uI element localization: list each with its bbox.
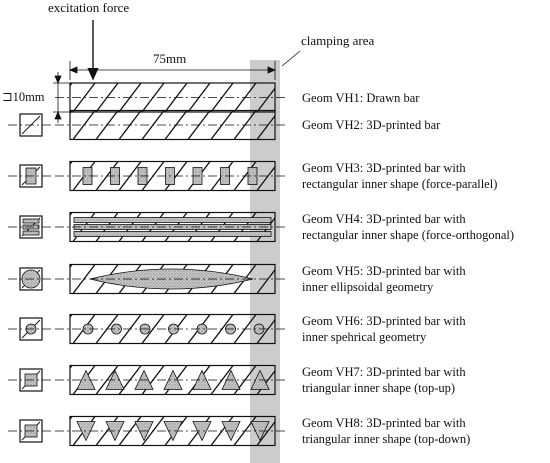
geometry-label-line1: Geom VH1: Drawn bar: [302, 90, 420, 105]
bar-outline: [69, 82, 276, 113]
geometry-label-line2: inner spehrical geometry: [302, 330, 427, 344]
bar-outline: [69, 313, 276, 345]
geometry-label-vh1: Geom VH1: Drawn bar: [302, 90, 419, 106]
geometry-label-line1: Geom VH3: 3D-printed bar with: [302, 161, 466, 175]
bar-outline: [69, 263, 276, 295]
geometry-label-line2: inner ellipsoidal geometry: [302, 280, 434, 294]
length-label: 75mm: [153, 51, 187, 66]
geometry-row-vh1: [55, 82, 287, 113]
geometry-row-vh7: [8, 364, 287, 396]
geometry-label-line2: triangular inner shape (top-up): [302, 381, 456, 395]
bar-outline: [69, 211, 276, 243]
bar-outline: [69, 415, 276, 447]
geometry-row-vh2: [8, 109, 287, 141]
clamping-area-label: clamping area: [301, 33, 375, 48]
geometry-label-vh4: Geom VH4: 3D-printed bar with rectangular…: [302, 211, 514, 243]
cross-section-vh7: [8, 368, 54, 392]
cross-section-vh8: [8, 419, 54, 443]
inner-shape-ellipsoid: [89, 268, 254, 290]
cross-section-vh4: [8, 215, 54, 239]
geometry-label-vh3: Geom VH3: 3D-printed bar with rectangular…: [302, 160, 497, 192]
cross-section-label: ⊐10mm: [2, 90, 45, 104]
geometry-rows: [8, 82, 287, 447]
geometry-label-line2: rectangular inner shape (force-parallel): [302, 177, 498, 191]
geometry-label-line1: Geom VH8: 3D-printed bar with: [302, 416, 466, 430]
length-dimension: [68, 61, 277, 80]
geometry-label-line1: Geom VH2: 3D-printed bar: [302, 118, 441, 132]
geometry-label-line1: Geom VH7: 3D-printed bar with: [302, 365, 466, 379]
cross-section-vh3: [8, 164, 54, 188]
geometry-label-line1: Geom VH6: 3D-printed bar with: [302, 314, 466, 328]
cross-section-vh5: [8, 267, 54, 291]
geometry-label-line1: Geom VH5: 3D-printed bar with: [302, 264, 466, 278]
geometry-row-vh5: [8, 263, 287, 295]
geometry-label-vh6: Geom VH6: 3D-printed bar with inner spehr…: [302, 313, 466, 345]
cross-section-vh6: [8, 317, 54, 341]
bar-outline: [69, 160, 276, 192]
geometry-row-vh8: [8, 415, 287, 447]
geometry-row-vh3: [8, 160, 287, 192]
geometry-row-vh4: [8, 211, 287, 243]
geometry-label-vh7: Geom VH7: 3D-printed bar with triangular …: [302, 364, 466, 396]
geometry-label-vh8: Geom VH8: 3D-printed bar with triangular …: [302, 415, 470, 447]
geometry-row-vh6: [8, 313, 287, 345]
clamping-area-leader: [281, 50, 301, 67]
geometry-label-vh5: Geom VH5: 3D-printed bar with inner ellip…: [302, 263, 466, 295]
geometry-label-vh2: Geom VH2: 3D-printed bar: [302, 117, 440, 133]
bar-outline: [69, 364, 276, 396]
excitation-force-label: excitation force: [48, 0, 130, 15]
bar-outline: [69, 109, 276, 141]
cross-section-vh2: [8, 113, 54, 137]
geometry-label-line1: Geom VH4: 3D-printed bar with: [302, 212, 466, 226]
geometry-label-line2: triangular inner shape (top-down): [302, 432, 471, 446]
inner-shape-rect-orthogonal: [73, 217, 272, 237]
inner-shape-spheres: [82, 323, 265, 335]
geometry-label-line2: rectangular inner shape (force-orthogona…: [302, 228, 515, 242]
